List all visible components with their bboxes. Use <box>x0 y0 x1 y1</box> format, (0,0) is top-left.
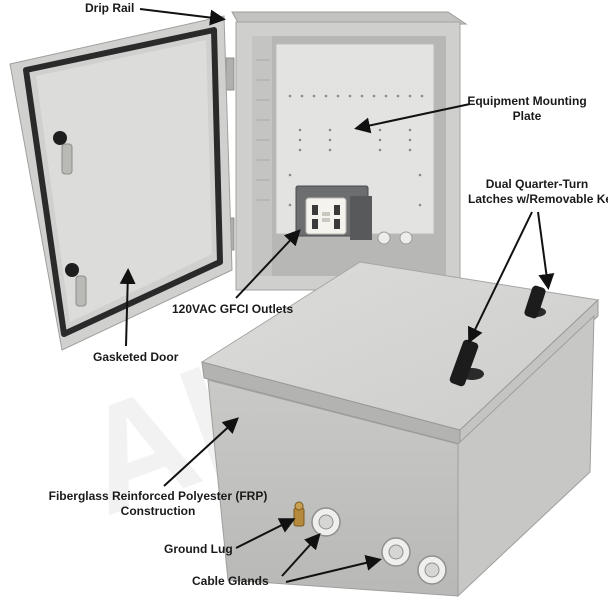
mounting-plate-label: Equipment Mounting Plate <box>462 94 592 124</box>
bottom-knockout <box>399 231 413 245</box>
door-latch-keeper <box>53 131 73 175</box>
callout-arrows <box>119 8 555 583</box>
gfci-outlet <box>295 185 372 240</box>
latches-label: Dual Quarter-Turn Latches w/Removable Ke… <box>468 177 608 207</box>
arrow-gfci <box>235 229 301 299</box>
closed-enclosure <box>200 261 600 598</box>
arrow-latch-2 <box>537 211 555 290</box>
arrow-door <box>119 268 136 347</box>
arrow-mounting-plate <box>354 103 471 134</box>
frp-label-line2: Construction <box>120 504 196 518</box>
drip-rail-label-text: Drip Rail <box>85 1 135 15</box>
ground-lug-label-text: Ground Lug <box>164 542 233 556</box>
latches-label-line1: Dual Quarter-Turn <box>485 177 589 191</box>
frp-label: Fiberglass Reinforced Polyester (FRP) Co… <box>28 489 288 519</box>
ground-lug <box>293 501 305 527</box>
cable-glands-label: Cable Glands <box>192 574 269 589</box>
open-enclosure <box>225 11 468 291</box>
wall-ribs <box>256 59 270 201</box>
quarter-turn-latch <box>524 285 546 319</box>
arrow-ground-lug <box>235 518 296 549</box>
arrow-gland-1 <box>281 533 321 577</box>
cable-gland <box>381 537 411 567</box>
cable-gland <box>417 555 447 585</box>
ground-lug-label: Ground Lug <box>164 542 233 557</box>
gfci-label-text: 120VAC GFCI Outlets <box>172 302 294 316</box>
frp-label-line1: Fiberglass Reinforced Polyester (FRP) <box>48 489 268 503</box>
plate-holes <box>288 94 424 207</box>
door-label-text: Gasketed Door <box>93 350 179 364</box>
arrow-latch-1 <box>468 211 533 344</box>
drip-rail-label: Drip Rail <box>85 1 134 16</box>
gfci-label: 120VAC GFCI Outlets <box>172 302 293 317</box>
door-latch-keeper <box>65 263 87 307</box>
quarter-turn-latch <box>449 339 484 387</box>
mounting-plate-label-line2: Plate <box>512 109 542 123</box>
bottom-knockout <box>377 231 391 245</box>
arrow-frp <box>163 417 239 487</box>
arrow-drip-rail <box>139 8 226 26</box>
door-label: Gasketed Door <box>93 350 178 365</box>
mounting-plate-label-line1: Equipment Mounting <box>467 94 587 108</box>
cable-glands-label-text: Cable Glands <box>192 574 269 588</box>
arrow-gland-2 <box>285 555 382 583</box>
cable-gland <box>311 507 341 537</box>
door-gasket <box>23 27 223 337</box>
latches-label-line2: Latches w/Removable Keys <box>468 192 608 206</box>
gasketed-door <box>9 15 233 351</box>
hinge <box>225 57 235 91</box>
